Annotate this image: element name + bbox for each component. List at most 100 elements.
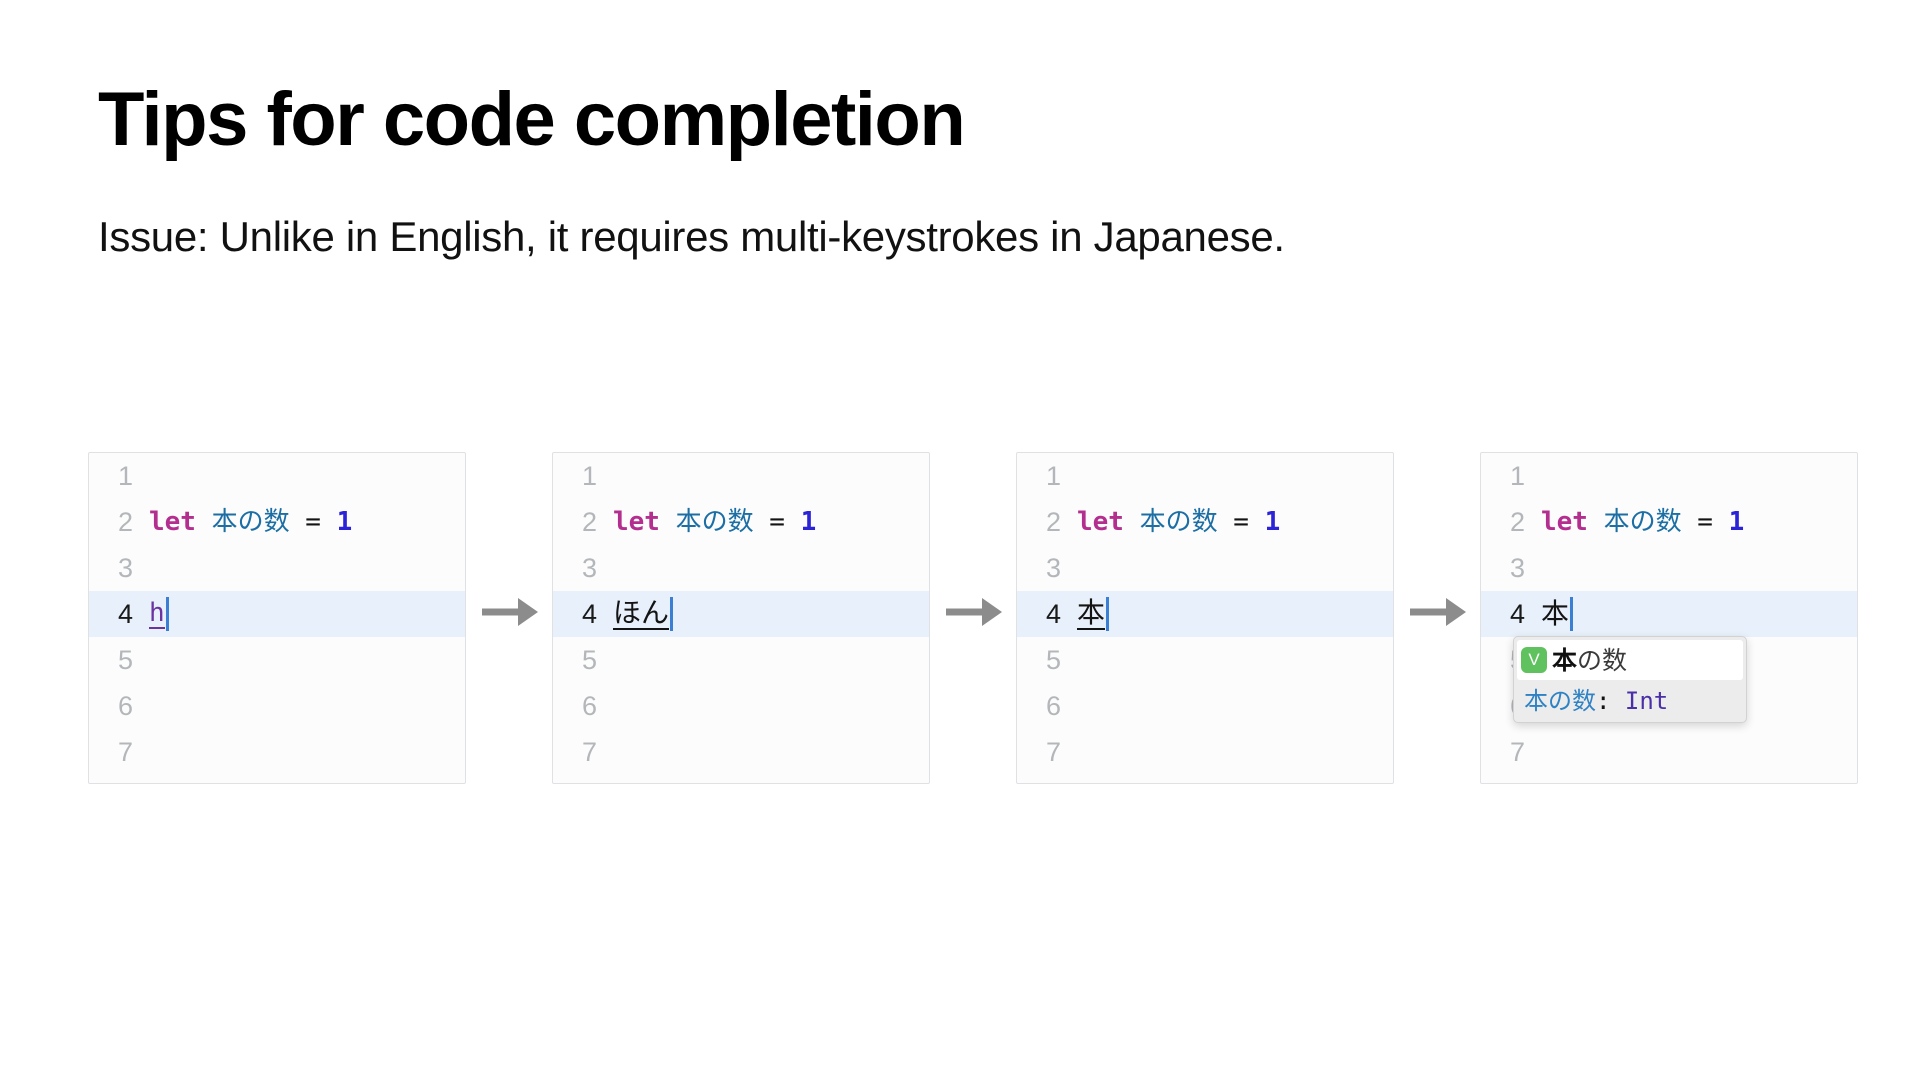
token-number: 1 [336, 507, 353, 537]
token-whitespace [754, 509, 770, 535]
line-number: 7 [117, 736, 133, 767]
code-line-text: h [143, 597, 465, 631]
code-line[interactable]: 1 [1481, 453, 1857, 499]
line-number: 4 [1045, 598, 1061, 629]
code-line-active[interactable]: 4 ほん [553, 591, 929, 637]
committed-text: 本 [1541, 597, 1570, 630]
code-line[interactable]: 2 let 本の数 = 1 [1481, 499, 1857, 545]
code-line[interactable]: 1 [89, 453, 465, 499]
code-line[interactable]: 1 [1017, 453, 1393, 499]
token-number: 1 [800, 507, 817, 537]
line-number: 2 [1045, 506, 1061, 537]
arrow-right-icon [944, 592, 1006, 632]
line-number: 3 [1509, 552, 1525, 583]
line-number: 5 [1045, 644, 1061, 675]
code-line[interactable]: 3 [1017, 545, 1393, 591]
line-number: 7 [1509, 736, 1525, 767]
token-number: 1 [1264, 507, 1281, 537]
autocomplete-item-label: 本の数 [1552, 648, 1627, 673]
token-keyword: let [1541, 507, 1588, 537]
arrow-right-icon [1408, 592, 1470, 632]
line-number: 2 [581, 506, 597, 537]
token-whitespace [1682, 509, 1698, 535]
token-keyword: let [1077, 507, 1124, 537]
line-number: 1 [1509, 460, 1525, 491]
code-line[interactable]: 7 [1481, 729, 1857, 775]
signature-name: 本の数 [1524, 687, 1596, 715]
line-number: 1 [117, 460, 133, 491]
code-line[interactable]: 5 [1017, 637, 1393, 683]
code-line[interactable]: 3 [89, 545, 465, 591]
page-subtitle: Issue: Unlike in English, it requires mu… [98, 213, 1285, 260]
code-line[interactable]: 7 [89, 729, 465, 775]
code-line[interactable]: 2 let 本の数 = 1 [1017, 499, 1393, 545]
line-number: 4 [1509, 598, 1525, 629]
code-line[interactable]: 7 [553, 729, 929, 775]
token-identifier: 本の数 [211, 507, 290, 537]
token-whitespace [1588, 509, 1604, 535]
token-operator: = [1697, 507, 1713, 537]
line-number: 4 [581, 598, 597, 629]
autocomplete-signature: 本の数: Int [1520, 689, 1668, 713]
code-line[interactable]: 5 [89, 637, 465, 683]
line-number: 5 [117, 644, 133, 675]
code-line-text: 本 [1071, 597, 1393, 631]
code-line[interactable]: 6 [553, 683, 929, 729]
code-line[interactable]: 3 [553, 545, 929, 591]
line-number: 2 [117, 506, 133, 537]
line-number: 6 [581, 690, 597, 721]
line-number: 7 [581, 736, 597, 767]
code-line[interactable]: 5 [553, 637, 929, 683]
line-number: 3 [117, 552, 133, 583]
code-line[interactable]: 1 [553, 453, 929, 499]
code-line[interactable]: 6 [1017, 683, 1393, 729]
code-line-text: ほん [607, 597, 929, 631]
token-whitespace [660, 509, 676, 535]
token-identifier: 本の数 [1603, 507, 1682, 537]
line-number: 1 [581, 460, 597, 491]
token-identifier: 本の数 [1139, 507, 1218, 537]
token-whitespace [1124, 509, 1140, 535]
token-whitespace [196, 509, 212, 535]
code-line[interactable]: 7 [1017, 729, 1393, 775]
line-number: 4 [117, 598, 133, 629]
code-line-text: let 本の数 = 1 [143, 509, 465, 535]
code-line-text: 本 [1535, 597, 1857, 631]
signature-type: Int [1624, 687, 1669, 715]
token-keyword: let [149, 507, 196, 537]
line-number: 6 [117, 690, 133, 721]
code-line[interactable]: 3 [1481, 545, 1857, 591]
ime-composing-text: ほん [613, 595, 670, 630]
code-line-text: let 本の数 = 1 [1535, 509, 1857, 535]
variable-kind-icon: V [1521, 647, 1547, 673]
text-caret [1106, 597, 1110, 631]
line-number: 5 [581, 644, 597, 675]
token-whitespace [785, 509, 801, 535]
token-identifier: 本の数 [675, 507, 754, 537]
code-line-text: let 本の数 = 1 [1071, 509, 1393, 535]
code-line[interactable]: 6 [89, 683, 465, 729]
line-number: 2 [1509, 506, 1525, 537]
code-line[interactable]: 2 let 本の数 = 1 [89, 499, 465, 545]
ime-composing-text: 本 [1077, 595, 1106, 630]
token-keyword: let [613, 507, 660, 537]
autocomplete-detail-row: 本の数: Int [1514, 680, 1746, 722]
